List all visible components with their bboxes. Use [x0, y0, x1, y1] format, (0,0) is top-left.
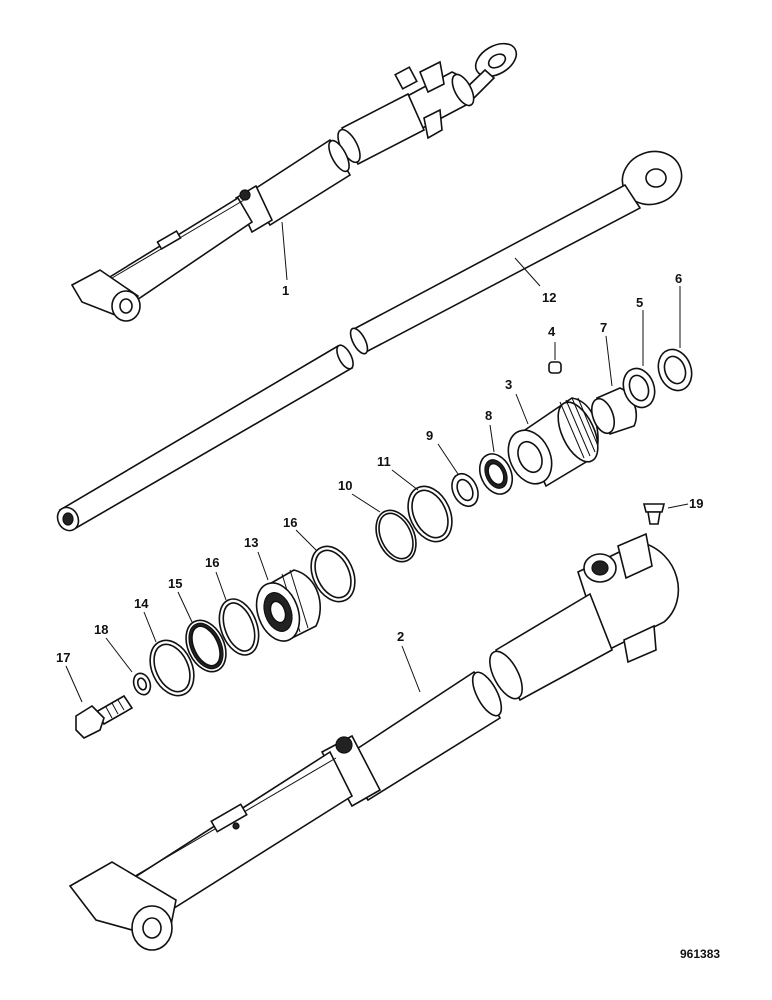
piston-ring-16-left[interactable]	[212, 594, 266, 661]
seal-ring-6[interactable]	[653, 345, 697, 395]
label-part-16-left: 16	[205, 555, 219, 570]
label-part-16-right: 16	[283, 515, 297, 530]
piston-ring-15[interactable]	[178, 614, 233, 678]
seal-ring-9[interactable]	[447, 470, 483, 511]
grub-screw[interactable]	[548, 361, 562, 374]
label-part-10: 10	[338, 478, 352, 493]
piston-ring-16-right[interactable]	[303, 539, 364, 608]
label-part-18: 18	[94, 622, 108, 637]
label-part-14: 14	[134, 596, 149, 611]
cylinder-assembly-lower[interactable]	[68, 532, 680, 951]
cylinder-assembly-upper[interactable]	[70, 37, 522, 322]
backup-ring-10[interactable]	[368, 504, 423, 568]
bolt[interactable]	[75, 694, 134, 739]
wiper-seal[interactable]	[474, 449, 519, 500]
label-part-9: 9	[426, 428, 433, 443]
bleed-screw[interactable]	[642, 503, 666, 525]
label-part-6: 6	[675, 271, 682, 286]
label-part-12: 12	[542, 290, 556, 305]
label-part-17: 17	[56, 650, 70, 665]
washer[interactable]	[131, 671, 154, 697]
o-ring-11[interactable]	[400, 479, 461, 548]
label-part-1: 1	[282, 283, 289, 298]
drawing-number: 961383	[680, 947, 720, 961]
label-part-4: 4	[548, 324, 556, 339]
label-part-11: 11	[377, 454, 391, 469]
gland-housing[interactable]	[500, 396, 606, 491]
label-part-3: 3	[505, 377, 512, 392]
label-part-13: 13	[244, 535, 258, 550]
label-part-5: 5	[636, 295, 643, 310]
label-part-8: 8	[485, 408, 492, 423]
label-part-15: 15	[168, 576, 182, 591]
piston-ring-14[interactable]	[142, 633, 203, 702]
label-part-19: 19	[689, 496, 703, 511]
label-part-7: 7	[600, 320, 607, 335]
piston-rod[interactable]	[54, 143, 690, 534]
seal-ring-5[interactable]	[618, 364, 660, 412]
bush[interactable]	[587, 387, 638, 436]
piston[interactable]	[249, 569, 321, 647]
label-part-2: 2	[397, 629, 404, 644]
